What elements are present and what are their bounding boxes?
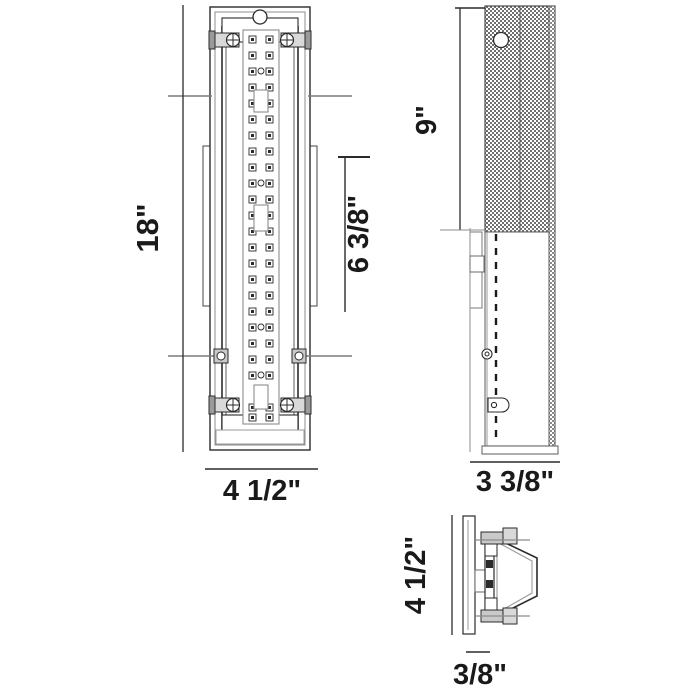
dimension-side-height-label: 9" (411, 105, 443, 135)
dimension-lens-height-label: 6 3/8" (343, 195, 375, 273)
front-bottom-cap (215, 414, 305, 445)
bottom-housing-profile (492, 535, 538, 620)
dimension-bottom-width: 3/8" (453, 651, 507, 691)
side-shaded-housing (484, 5, 556, 233)
front-elevation-view: 18" 4 1/2" 6 3/8" (130, 5, 375, 507)
bottom-bracket-bottom (475, 597, 530, 625)
dimension-front-height-label: 18" (130, 203, 165, 252)
front-led-module (253, 89, 269, 410)
mount-knob-upper-left (208, 30, 241, 50)
side-hardware-details (469, 255, 510, 413)
mount-knob-lower-left (208, 395, 241, 415)
side-elevation-view: 9" 3 3/8" (411, 5, 560, 498)
dimension-side-width: 3 3/8" (470, 461, 560, 498)
dimension-side-width-label: 3 3/8" (476, 466, 554, 498)
dimension-bottom-width-label: 3/8" (453, 659, 507, 691)
mount-stud-mid-right (291, 348, 352, 364)
dimension-lens-height: 6 3/8" (338, 156, 375, 312)
mount-knob-lower-right (279, 395, 312, 415)
mount-stud-mid-left (168, 348, 229, 364)
dimension-bottom-height: 4 1/2" (400, 515, 453, 635)
front-led-array (248, 35, 274, 422)
dimension-front-height: 18" (130, 5, 184, 452)
dimension-front-width-label: 4 1/2" (223, 475, 301, 507)
mount-knob-upper-right (279, 30, 312, 50)
dimension-front-width: 4 1/2" (205, 468, 318, 507)
bottom-bracket-top (475, 527, 530, 557)
dimension-bottom-height-label: 4 1/2" (400, 536, 432, 614)
front-mounting-hardware (168, 30, 352, 415)
dimension-side-height: 9" (411, 7, 485, 231)
bottom-section-view: 4 1/2" 3/8" (400, 515, 538, 691)
